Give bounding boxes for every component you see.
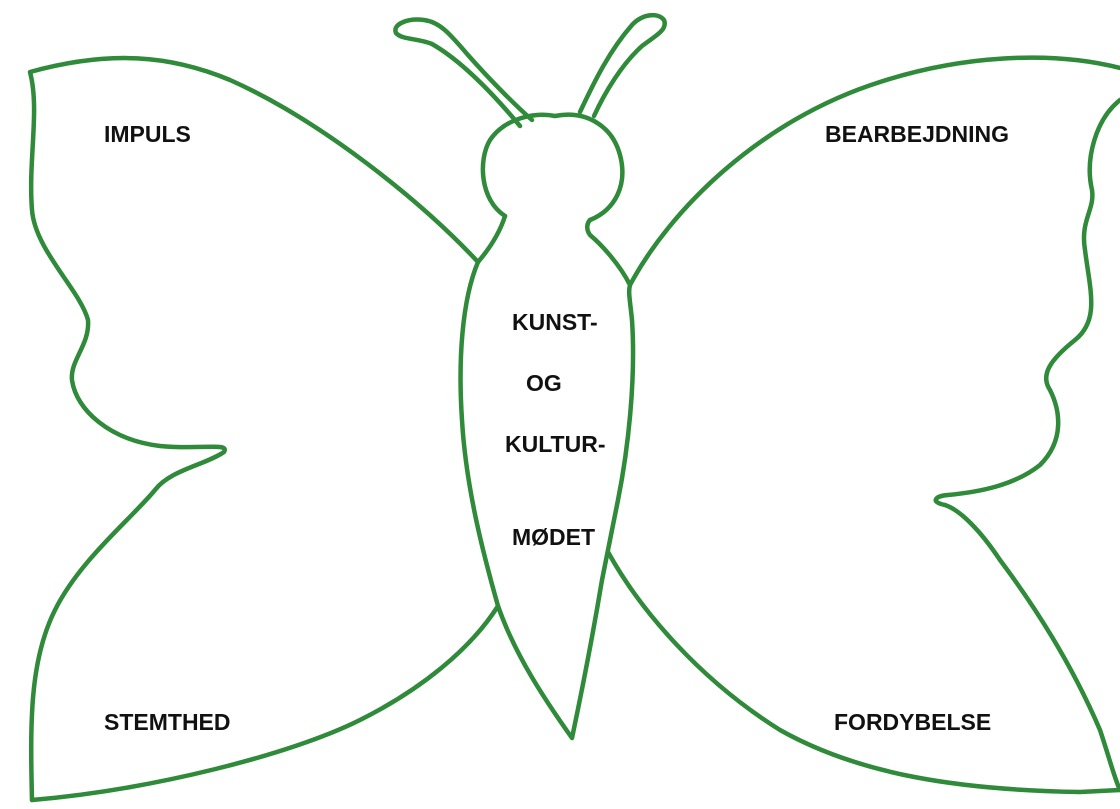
lower-right-wing-label: FORDYBELSE bbox=[834, 711, 991, 734]
lower-left-wing-label: STEMTHED bbox=[104, 711, 231, 734]
right-antenna bbox=[580, 15, 665, 116]
body-label-line-1: KUNST- bbox=[512, 311, 598, 334]
right-upper-wing-outline bbox=[630, 58, 1120, 790]
upper-left-wing-label: IMPULS bbox=[104, 123, 191, 146]
left-antenna bbox=[395, 20, 532, 126]
left-lower-wing-outline bbox=[32, 606, 498, 800]
head-outline bbox=[483, 115, 622, 220]
right-lower-wing-outline bbox=[608, 552, 1120, 792]
body-label-line-4: MØDET bbox=[512, 526, 595, 549]
body-label-line-3: KULTUR- bbox=[505, 433, 606, 456]
body-label-line-2: OG bbox=[526, 372, 562, 395]
upper-right-wing-label: BEARBEJDNING bbox=[825, 123, 1009, 146]
body-outline bbox=[461, 216, 633, 738]
